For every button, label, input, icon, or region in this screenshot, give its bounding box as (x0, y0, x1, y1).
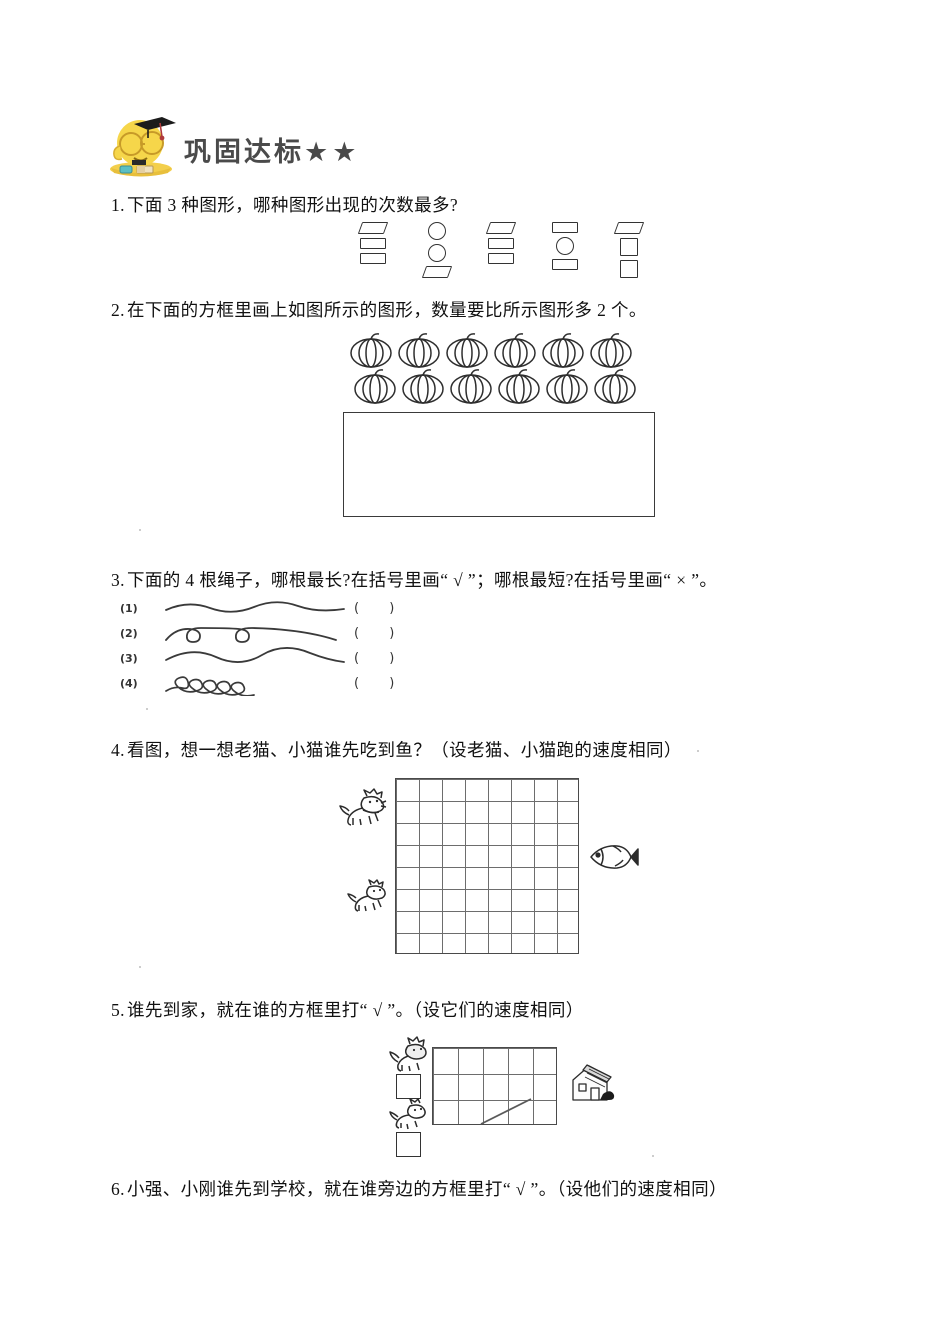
q1-shape-column (420, 222, 454, 278)
rope-answer-bracket[interactable]: ( ) (354, 626, 408, 641)
pumpkin-icon (498, 369, 540, 404)
rope-row: (4) ( ) (120, 671, 430, 696)
q3-rope-list: (1) ( ) (2) ( ) (3) ( ) (4) (120, 596, 430, 696)
pumpkin-icon (350, 333, 392, 368)
question-4-number: 4. (111, 740, 125, 760)
section-header: 巩固达标★★ (104, 112, 360, 178)
five-loops-rope-icon (165, 676, 255, 696)
rectangle-shape (552, 222, 578, 233)
q4-grid (395, 778, 579, 954)
kitten-icon (389, 1098, 426, 1130)
pumpkin-icon (450, 369, 492, 404)
question-6-body: 小强、小刚谁先到学校，就在谁旁边的方框里打“ √ ”。（设他们的速度相同） (126, 1179, 727, 1199)
q1-shape-column (356, 222, 390, 264)
scan-speck (683, 576, 685, 578)
pumpkin-icon (402, 369, 444, 404)
question-2-number: 2. (111, 300, 125, 320)
question-3-body: 下面的 4 根绳子，哪根最长?在括号里画“ √ ”；哪根最短?在括号里画“ × … (126, 570, 718, 590)
question-5-text: 5.谁先到家，就在谁的方框里打“ √ ”。（设它们的速度相同） (111, 997, 584, 1023)
q5-checkbox-kitten[interactable] (396, 1132, 421, 1157)
circle-shape (428, 222, 446, 240)
scan-speck (652, 1155, 654, 1157)
question-5-body: 谁先到家，就在谁的方框里打“ √ ”。（设它们的速度相同） (126, 1000, 584, 1020)
q5-grid (432, 1047, 557, 1125)
q1-shape-column (548, 222, 582, 270)
q1-shape-column (484, 222, 518, 264)
pumpkin-icon (594, 369, 636, 404)
rope-label: (1) (120, 602, 138, 615)
graduate-mascot-icon (104, 113, 178, 177)
rope-answer-bracket[interactable]: ( ) (354, 651, 408, 666)
question-3-text: 3.下面的 4 根绳子，哪根最长?在括号里画“ √ ”；哪根最短?在括号里画“ … (111, 567, 717, 593)
pumpkin-icon (446, 333, 488, 368)
square-shape (620, 238, 638, 256)
scan-speck (697, 750, 699, 752)
question-4-text: 4.看图，想一想老猫、小猫谁先吃到鱼？（设老猫、小猫跑的速度相同） (111, 737, 682, 763)
q2-pumpkin-group (344, 332, 654, 404)
rope-row: (1) ( ) (120, 596, 430, 621)
large-wave-rope-icon (165, 647, 345, 663)
rectangle-shape (488, 253, 514, 264)
circle-shape (556, 237, 574, 255)
parallelogram-shape (357, 222, 389, 234)
q1-shape-column (612, 222, 646, 278)
fish-icon (590, 845, 639, 869)
pumpkin-icon (398, 333, 440, 368)
rope-label: (2) (120, 627, 138, 640)
gentle-wave-rope-icon (165, 601, 345, 613)
page-title: 巩固达标★★ (184, 130, 360, 169)
square-shape (620, 260, 638, 278)
pumpkin-icon (354, 369, 396, 404)
q5-checkbox-cat[interactable] (396, 1074, 421, 1099)
question-6-text: 6.小强、小刚谁先到学校，就在谁旁边的方框里打“ √ ”。（设他们的速度相同） (111, 1176, 727, 1202)
pumpkin-icon (494, 333, 536, 368)
q4-figure (335, 778, 655, 958)
two-loops-rope-icon (165, 627, 337, 643)
q2-answer-box[interactable] (343, 412, 655, 517)
rectangle-shape (360, 238, 386, 249)
question-1-number: 1. (111, 195, 125, 215)
question-1-body: 下面 3 种图形，哪种图形出现的次数最多? (126, 195, 459, 215)
difficulty-stars: ★★ (304, 136, 361, 168)
q1-shape-grid (356, 222, 646, 280)
question-6-number: 6. (111, 1179, 125, 1199)
rope-label: (4) (120, 677, 138, 690)
parallelogram-shape (613, 222, 645, 234)
cat-icon (389, 1036, 427, 1072)
rope-answer-bracket[interactable]: ( ) (354, 676, 408, 691)
rope-label: (3) (120, 652, 138, 665)
parallelogram-shape (485, 222, 517, 234)
question-1-text: 1.下面 3 种图形，哪种图形出现的次数最多? (111, 192, 458, 218)
q5-figure (372, 1036, 622, 1160)
rope-row: (3) ( ) (120, 646, 430, 671)
house-icon (572, 1064, 615, 1101)
pumpkin-row (344, 332, 654, 368)
page-title-text: 巩固达标 (184, 136, 304, 168)
rope-answer-bracket[interactable]: ( ) (354, 601, 408, 616)
question-5-number: 5. (111, 1000, 125, 1020)
rectangle-shape (552, 259, 578, 270)
rectangle-shape (488, 238, 514, 249)
scan-speck (139, 529, 141, 531)
big-cat-icon (339, 788, 387, 826)
parallelogram-shape (421, 266, 453, 278)
pumpkin-icon (542, 333, 584, 368)
question-3-number: 3. (111, 570, 125, 590)
scan-speck (139, 966, 141, 968)
scan-speck (146, 708, 148, 710)
q5-diagonal-line (480, 1098, 532, 1125)
pumpkin-icon (546, 369, 588, 404)
pumpkin-row (348, 368, 654, 404)
question-2-body: 在下面的方框里画上如图所示的图形，数量要比所示图形多 2 个。 (126, 300, 647, 320)
rope-row: (2) ( ) (120, 621, 430, 646)
small-cat-icon (347, 879, 386, 912)
question-2-text: 2.在下面的方框里画上如图所示的图形，数量要比所示图形多 2 个。 (111, 297, 647, 323)
pumpkin-icon (590, 333, 632, 368)
circle-shape (428, 244, 446, 262)
rectangle-shape (360, 253, 386, 264)
question-4-body: 看图，想一想老猫、小猫谁先吃到鱼？（设老猫、小猫跑的速度相同） (126, 740, 682, 760)
